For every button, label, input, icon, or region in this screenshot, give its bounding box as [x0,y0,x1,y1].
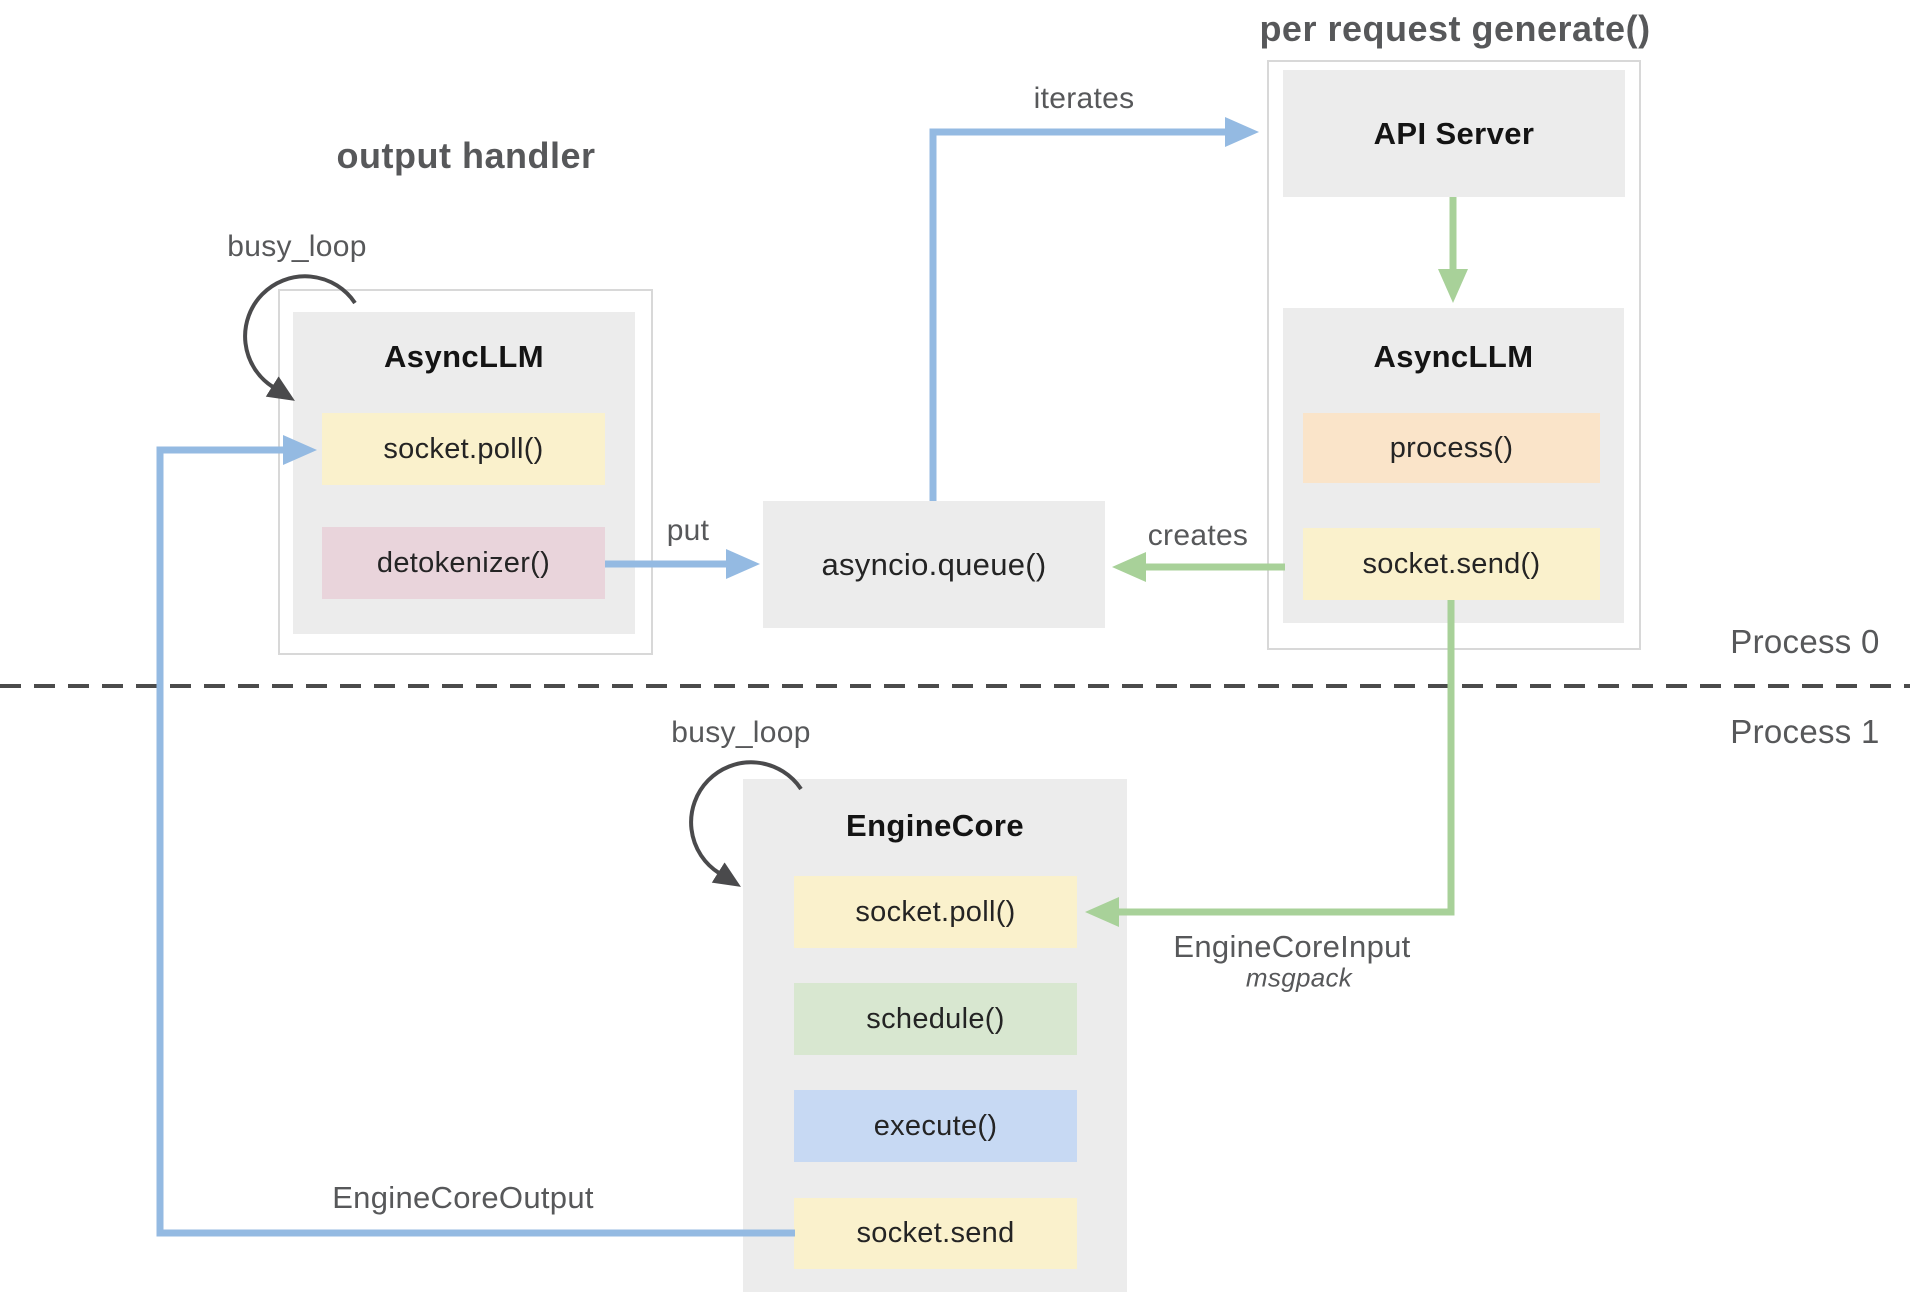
msgpack-label: msgpack [1245,962,1353,993]
busy-loop-label-bottom: busy_loop [671,716,811,749]
engine-core-input-label: EngineCoreInput [1173,929,1411,964]
node-api-server: API Server [1283,70,1625,197]
section-title-per-request-generate: per request generate() [1259,8,1651,49]
node-asyncio-queue: asyncio.queue() [763,501,1105,628]
section-title-output-handler: output handler [336,135,596,176]
engine-core-output-label: EngineCoreOutput [332,1180,594,1215]
method-box-process: process() [1303,413,1600,483]
method-box-socket-send-engine: socket.send [794,1198,1077,1269]
method-box-execute: execute() [794,1090,1077,1162]
node-title: AsyncLLM [384,339,544,374]
method-box-socket-send-right: socket.send() [1303,528,1600,600]
creates-label: creates [1147,519,1249,552]
node-title: AsyncLLM [1373,339,1534,374]
process-0-label: Process 0 [1730,623,1880,660]
busy-loop-label-top: busy_loop [227,230,367,263]
node-title: EngineCore [846,808,1024,843]
method-box-schedule: schedule() [794,983,1077,1055]
put-label: put [666,514,710,547]
method-box-socket-poll-left: socket.poll() [322,413,605,485]
method-box-detokenizer: detokenizer() [322,527,605,599]
node-title: API Server [1373,115,1535,151]
process-1-label: Process 1 [1730,713,1880,750]
edge-iterates-arrow [929,117,1259,501]
method-box-socket-poll-engine: socket.poll() [794,876,1077,948]
iterates-label: iterates [1033,82,1135,115]
